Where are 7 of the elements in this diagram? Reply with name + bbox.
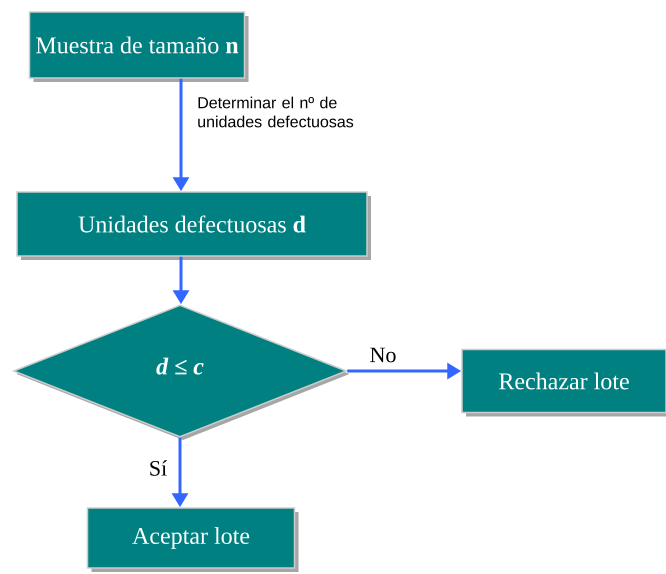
process-box: Muestra de tamaño n <box>28 11 248 82</box>
process-box: Rechazar lote <box>461 348 666 416</box>
edge-label: Determinar el nº de unidades defectuosas <box>198 96 354 128</box>
edge-label: No <box>370 348 396 362</box>
process-box: Aceptar lote <box>86 507 298 572</box>
edge-label: Sí <box>150 460 167 476</box>
process-box: Unidades defectuosas d <box>16 191 371 260</box>
